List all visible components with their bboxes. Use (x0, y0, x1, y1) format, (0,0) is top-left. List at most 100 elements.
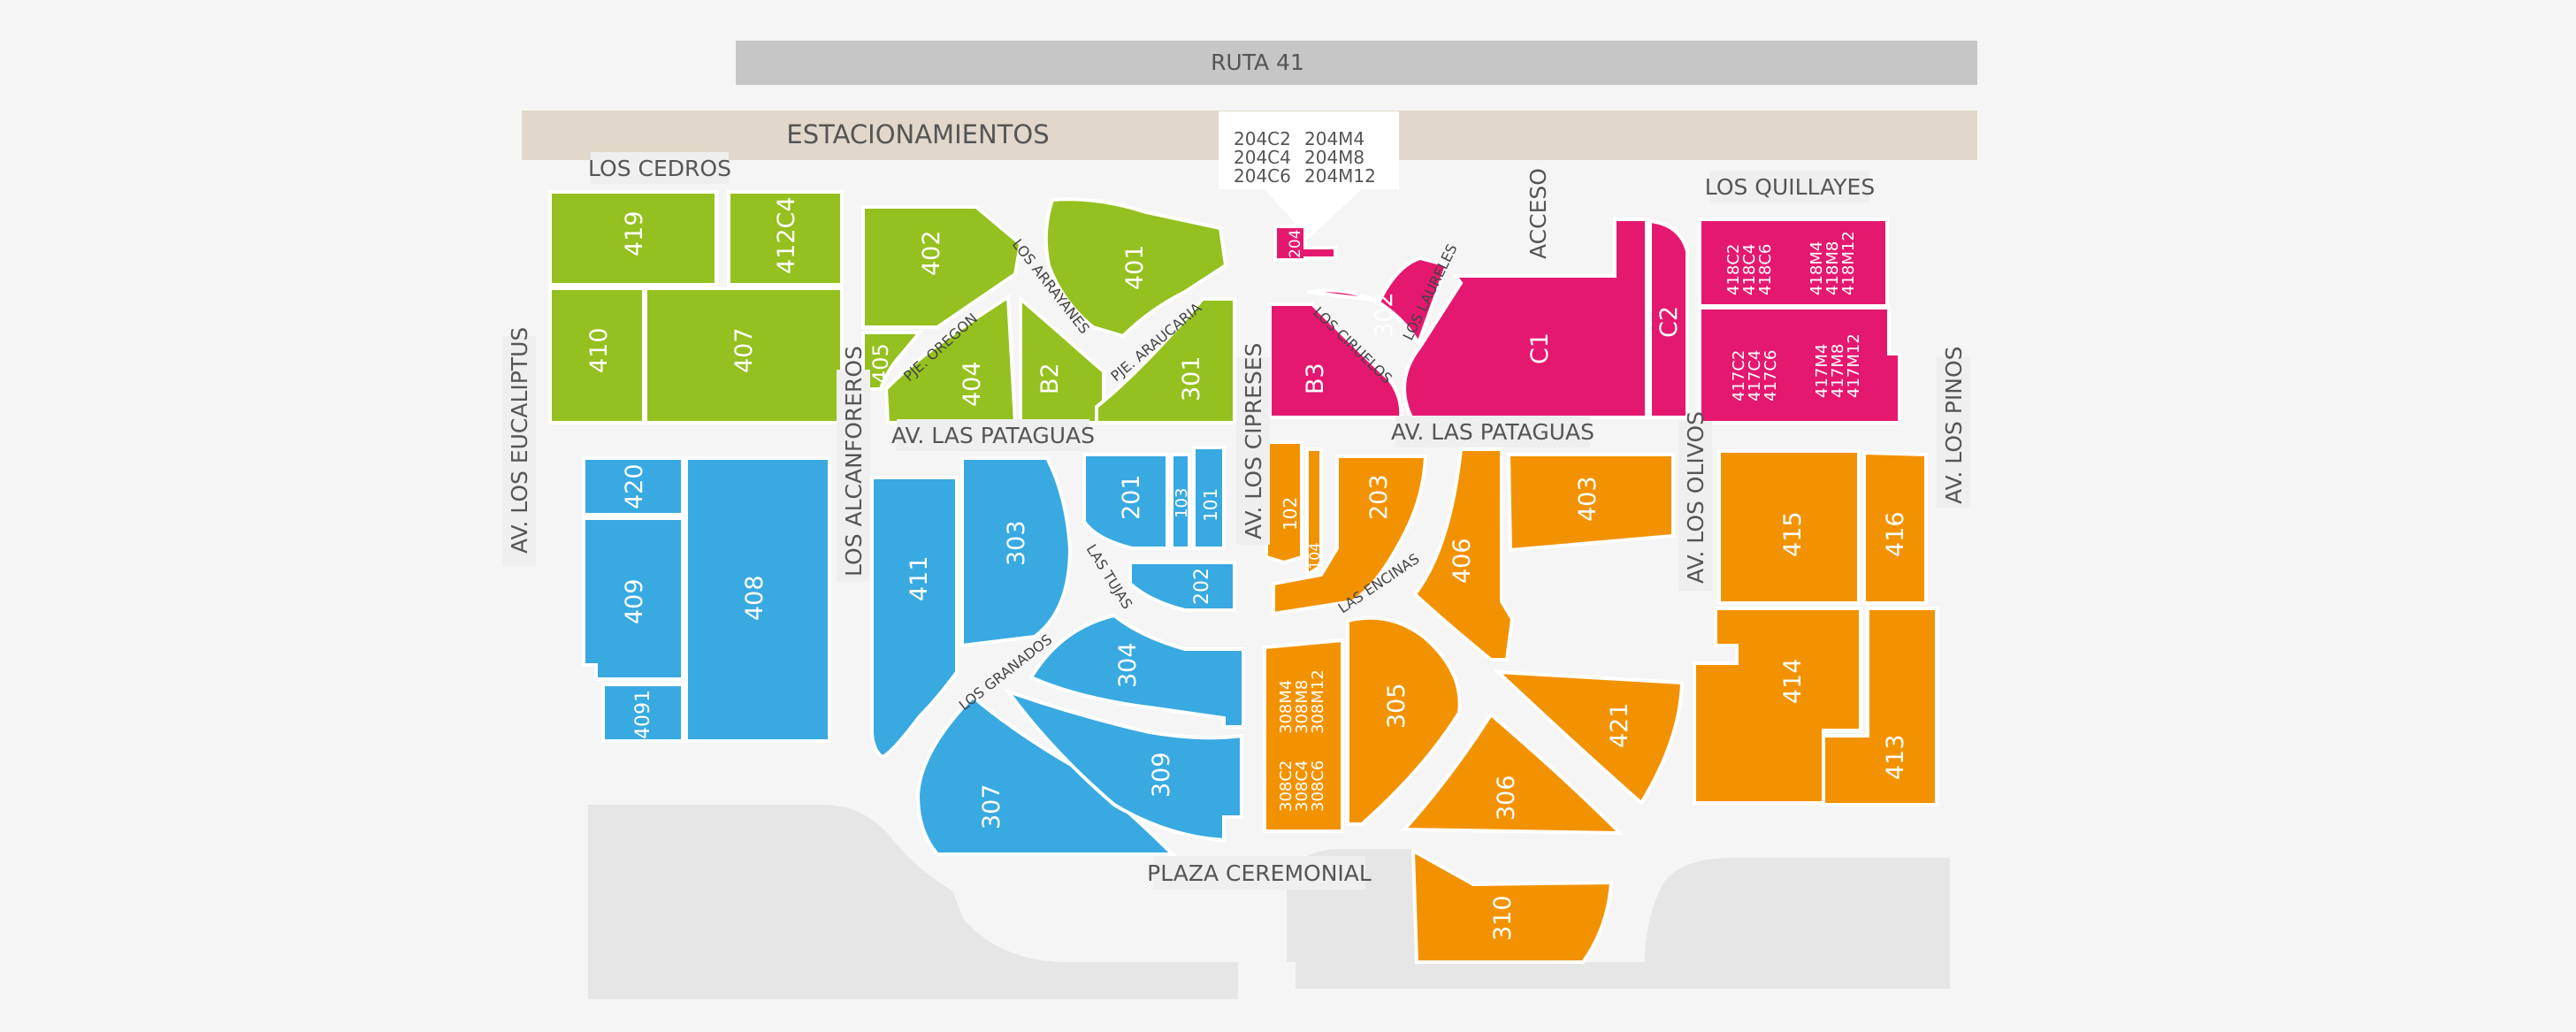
lot-label: 309 (1148, 752, 1175, 798)
lot-label: 307 (978, 784, 1005, 829)
lot-label: 417M12 (1845, 333, 1863, 398)
lot-302[interactable] (1306, 256, 1449, 348)
lot-label: 310 (1489, 895, 1517, 941)
lot-label: 203 (1365, 474, 1393, 520)
lot-label: 103 (1173, 488, 1191, 518)
callout-item: 204M8 (1304, 147, 1364, 168)
lot-4091[interactable] (601, 683, 684, 743)
lot-401[interactable] (1043, 197, 1228, 339)
lot-408[interactable] (684, 456, 831, 743)
callout-item: 204C2 (1234, 128, 1291, 149)
callout-item: 204C6 (1234, 165, 1291, 187)
lot-label: 304 (1114, 642, 1142, 688)
lot-label: 407 (730, 327, 758, 373)
lot-label: 419 (621, 210, 648, 256)
road-label-acceso: ACCESO (1525, 168, 1551, 259)
lot-label: 303 (1003, 520, 1030, 566)
plaza-area (588, 805, 1950, 999)
lot-307[interactable] (915, 694, 1177, 856)
lot-409[interactable] (582, 516, 684, 681)
lot-label: 308C4 (1293, 761, 1311, 812)
lot-label: 418C4 (1740, 244, 1759, 295)
sector-magenta (1268, 218, 1901, 424)
lot-labels: 419 412C4 410 407 402 401 405 404 B2 301… (585, 196, 1909, 941)
lot-label: 413 (1882, 734, 1909, 780)
road-label-av-las-pataguas-2: AV. LAS PATAGUAS (1391, 419, 1594, 445)
lot-405[interactable] (861, 331, 924, 391)
lot-416[interactable] (1862, 450, 1928, 605)
lot-label: 104 (1306, 542, 1323, 570)
lot-label: 417M8 (1829, 344, 1847, 398)
road-label-av-los-olivos: AV. LOS OLIVOS (1683, 411, 1708, 584)
lot-203[interactable] (1272, 455, 1428, 616)
lot-306[interactable] (1400, 711, 1624, 836)
lot-414[interactable] (1693, 607, 1862, 805)
lot-label: 406 (1449, 538, 1476, 584)
lot-label: 418M8 (1823, 241, 1842, 295)
lot-label: 308M12 (1309, 669, 1327, 734)
lot-label: 402 (918, 230, 945, 276)
lot-label: 308C2 (1277, 761, 1296, 812)
sector-green (548, 190, 1236, 424)
lot-406[interactable] (1412, 447, 1515, 661)
road-ruta-41 (736, 41, 1977, 85)
lot-label: 306 (1493, 775, 1520, 821)
lot-419[interactable] (548, 190, 718, 287)
road-label-av-las-pataguas-1: AV. LAS PATAGUAS (891, 423, 1095, 448)
lot-308[interactable] (1263, 638, 1344, 833)
lot-403[interactable] (1506, 453, 1675, 553)
lot-label: 101 (1200, 488, 1221, 522)
lot-label: 308M8 (1293, 680, 1311, 734)
lot-413[interactable] (1822, 607, 1938, 806)
lot-b3[interactable] (1268, 302, 1403, 419)
lot-301[interactable] (1095, 297, 1236, 424)
sector-blue (582, 446, 1245, 856)
lot-label: 401 (1121, 244, 1149, 290)
road-label-las-tujas: LAS TUJAS (1083, 541, 1136, 612)
lot-421[interactable] (1493, 669, 1685, 806)
lot-415[interactable] (1717, 449, 1861, 605)
lot-104[interactable] (1305, 447, 1323, 578)
lot-407[interactable] (644, 287, 844, 424)
lot-402[interactable] (861, 205, 1023, 329)
lot-label: 421 (1606, 702, 1633, 748)
lot-label: 417M4 (1813, 344, 1831, 398)
lot-303[interactable] (960, 456, 1073, 648)
lot-label: 302 (1371, 292, 1398, 338)
lot-201[interactable] (1082, 453, 1169, 550)
lot-103[interactable] (1170, 453, 1191, 550)
lot-410[interactable] (548, 287, 646, 424)
lot-c1[interactable] (1403, 218, 1648, 419)
road-label-los-alcanforeros: LOS ALCANFOREROS (841, 346, 867, 577)
lot-305[interactable] (1346, 615, 1462, 826)
road-label-av-los-cipreses: AV. LOS CIPRESES (1241, 343, 1266, 539)
lot-label: 417C2 (1730, 350, 1748, 401)
lot-304[interactable] (1028, 613, 1245, 729)
road-label-av-los-pinos: AV. LOS PINOS (1941, 346, 1967, 504)
lot-204[interactable] (1273, 225, 1337, 262)
lot-label: 308C6 (1309, 761, 1327, 812)
callout-item: 204C4 (1234, 147, 1291, 168)
callout-item: 204M4 (1304, 128, 1364, 149)
lot-label: 418C6 (1756, 244, 1775, 295)
lot-404[interactable] (883, 294, 1018, 424)
lot-label: 418M4 (1808, 241, 1826, 295)
lot-label: 418M12 (1839, 231, 1858, 295)
lot-412c4[interactable] (727, 190, 844, 287)
lot-label: 102 (1280, 497, 1301, 531)
lot-label: B2 (1036, 363, 1064, 394)
lot-c2[interactable] (1648, 218, 1689, 419)
lot-101[interactable] (1192, 446, 1226, 550)
lot-label: 418C2 (1724, 244, 1743, 295)
lot-label: C2 (1655, 306, 1683, 338)
lot-420[interactable] (582, 456, 684, 516)
lot-label: 409 (621, 578, 648, 624)
lot-418[interactable] (1698, 218, 1889, 308)
lot-202[interactable] (1128, 561, 1236, 612)
lot-411[interactable] (870, 476, 959, 760)
lot-label: 201 (1118, 474, 1145, 520)
lot-309[interactable] (1003, 687, 1243, 843)
lot-204-callout: 204C2 204C4 204C6 204M4 204M8 204M12 (1219, 111, 1399, 239)
lot-310[interactable] (1410, 847, 1614, 964)
